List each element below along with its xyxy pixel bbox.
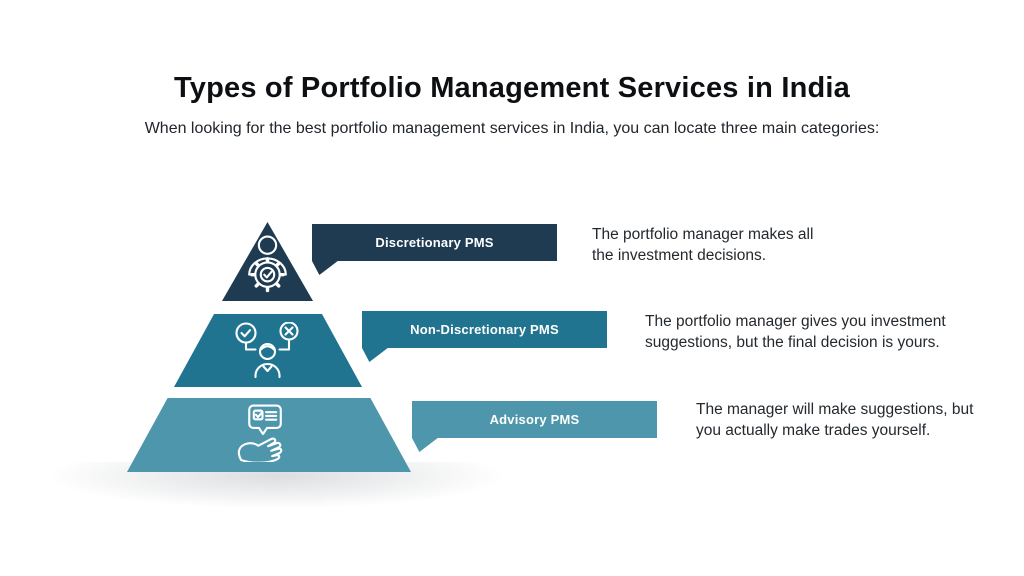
- description-line: The portfolio manager makes all: [592, 226, 814, 243]
- page-subtitle: When looking for the best portfolio mana…: [144, 120, 880, 137]
- description-advisory-pms: The manager will make suggestions, but y…: [696, 399, 973, 441]
- banner-discretionary-pms: Discretionary PMS: [312, 224, 557, 275]
- pyramid-tier-discretionary: [222, 222, 313, 301]
- banner-non-discretionary-pms: Non-Discretionary PMS: [362, 311, 607, 362]
- description-line: The manager will make suggestions, but: [696, 401, 974, 418]
- pyramid-tier-advisory: [127, 398, 411, 472]
- description-non-discretionary-pms: The portfolio manager gives you investme…: [645, 311, 946, 353]
- description-line: suggestions, but the final decision is y…: [645, 334, 940, 351]
- description-line: The portfolio manager gives you investme…: [645, 313, 946, 330]
- banner-advisory-pms-label: Advisory PMS: [489, 412, 580, 427]
- banner-advisory-pms: Advisory PMS: [412, 401, 657, 452]
- banner-non-discretionary-pms-label: Non-Discretionary PMS: [410, 322, 559, 337]
- description-line: the investment decisions.: [592, 247, 767, 264]
- page-title: Types of Portfolio Management Services i…: [173, 72, 850, 104]
- pyramid-tier-non-discretionary: [174, 314, 362, 387]
- description-discretionary-pms: The portfolio manager makes all the inve…: [592, 224, 813, 266]
- banner-discretionary-pms-label: Discretionary PMS: [375, 235, 494, 250]
- description-line: you actually make trades yourself.: [696, 422, 931, 439]
